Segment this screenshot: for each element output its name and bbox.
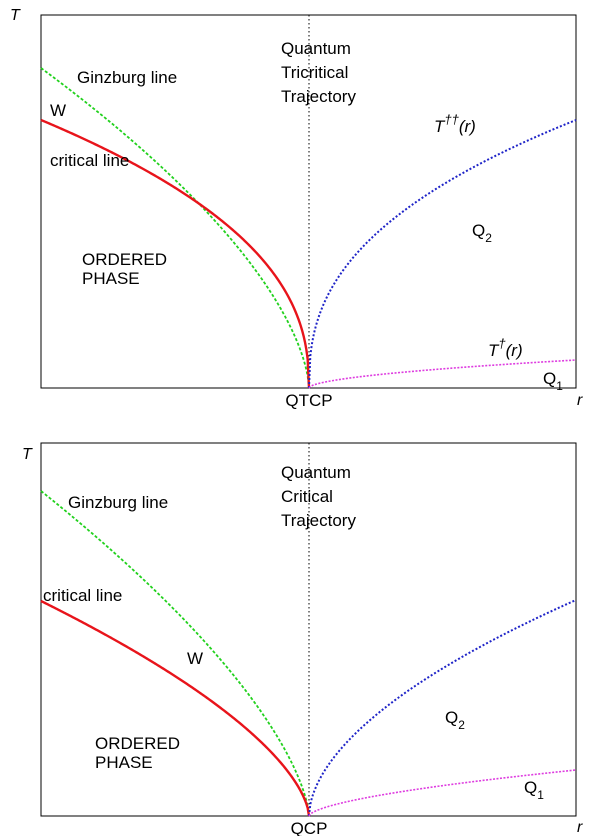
top-t-dagger-dagger-curve — [308, 119, 577, 389]
top-panel: T r Quantum Tricritical Trajectory Ginzb… — [10, 7, 583, 410]
bottom-x-axis-label: r — [577, 819, 583, 836]
bottom-ginzburg-label: Ginzburg line — [68, 493, 168, 512]
top-trajectory-label-1: Quantum — [281, 39, 351, 58]
top-ordered-label-1: ORDERED — [82, 250, 167, 269]
bottom-critical-label: critical line — [43, 586, 122, 605]
bottom-trajectory-label-2: Critical — [281, 487, 333, 506]
top-qtcp-label: QTCP — [285, 391, 332, 410]
top-critical-label: critical line — [50, 151, 129, 170]
bottom-panel: T r Quantum Critical Trajectory Ginzburg… — [22, 442, 583, 836]
bottom-ginzburg-curve — [40, 490, 310, 817]
top-y-axis-label: T — [10, 7, 21, 24]
top-w-label: W — [50, 101, 66, 120]
bottom-critical-curve — [40, 599, 311, 817]
bottom-q1-boundary-curve — [308, 769, 577, 817]
top-ginzburg-label: Ginzburg line — [77, 68, 177, 87]
bottom-ordered-label-2: PHASE — [95, 753, 153, 772]
top-q1-label: Q1 — [543, 369, 563, 393]
bottom-trajectory-label-1: Quantum — [281, 463, 351, 482]
bottom-q2-boundary-curve — [308, 599, 577, 817]
top-trajectory-label-3: Trajectory — [281, 87, 356, 106]
top-q2-label: Q2 — [472, 221, 492, 245]
bottom-q2-label: Q2 — [445, 708, 465, 732]
bottom-y-axis-label: T — [22, 446, 33, 463]
top-ordered-label-2: PHASE — [82, 269, 140, 288]
top-x-axis-label: r — [577, 392, 583, 409]
top-ginzburg-curve — [40, 67, 310, 389]
bottom-qcp-label: QCP — [291, 819, 328, 836]
bottom-ordered-label-1: ORDERED — [95, 734, 180, 753]
top-t-dagger-curve — [308, 359, 577, 389]
bottom-q1-label: Q1 — [524, 778, 544, 802]
bottom-trajectory-label-3: Trajectory — [281, 511, 356, 530]
top-t-dagger-dagger-label: T††(r) — [434, 112, 476, 136]
top-critical-curve — [40, 118, 311, 389]
bottom-w-label: W — [187, 649, 203, 668]
top-trajectory-label-2: Tricritical — [281, 63, 348, 82]
top-t-dagger-label: T†(r) — [488, 336, 523, 360]
